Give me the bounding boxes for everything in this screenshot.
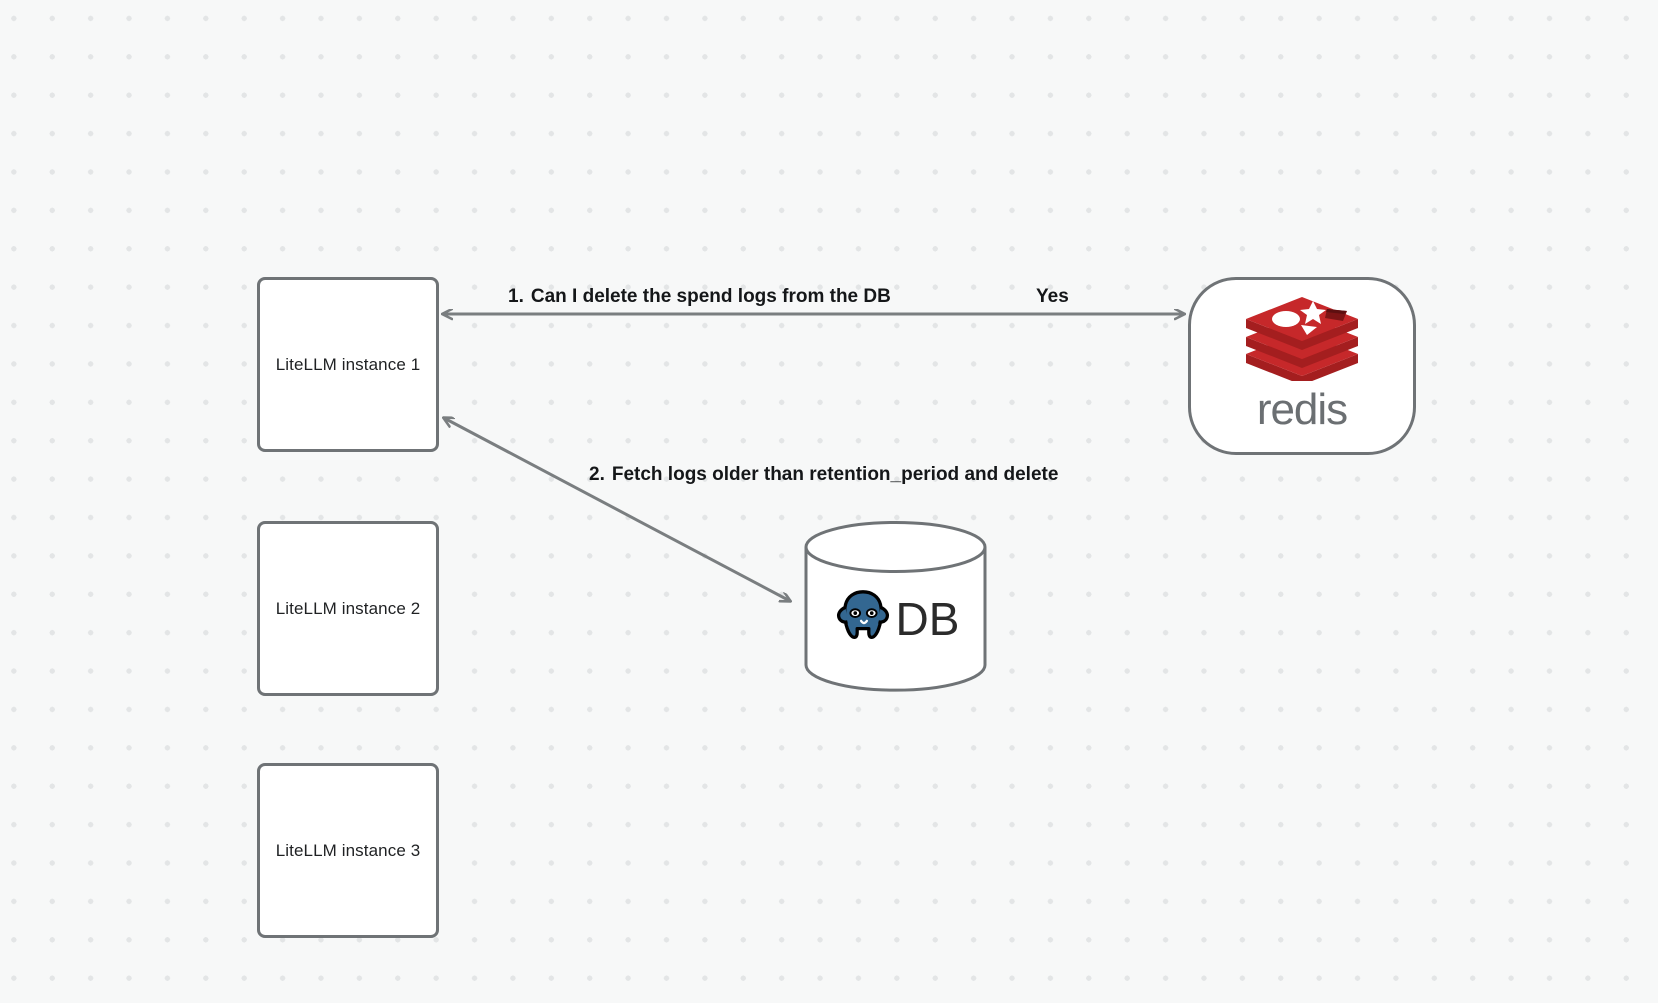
node-litellm-instance-2-label: LiteLLM instance 2 — [275, 598, 421, 618]
redis-logo-icon — [1243, 296, 1361, 386]
node-litellm-instance-3-label: LiteLLM instance 3 — [275, 840, 421, 860]
node-litellm-instance-2[interactable]: LiteLLM instance 2 — [257, 521, 439, 696]
node-litellm-instance-1[interactable]: LiteLLM instance 1 — [257, 277, 439, 452]
node-litellm-instance-1-label: LiteLLM instance 1 — [275, 354, 421, 374]
edge-label-step-2-number: 2. — [589, 464, 605, 485]
edge-label-step-2-text: Fetch logs older than retention_period a… — [611, 464, 1059, 485]
edge-label-step-1-text: Can I delete the spend logs from the DB — [530, 286, 891, 307]
node-redis[interactable]: redis — [1188, 277, 1416, 455]
node-database[interactable]: DB — [803, 520, 988, 692]
cylinder-shape — [804, 521, 987, 692]
node-litellm-instance-3[interactable]: LiteLLM instance 3 — [257, 763, 439, 938]
postgresql-elephant-icon — [832, 586, 894, 653]
edge-litellm1-db — [444, 418, 790, 601]
edge-label-step-2: 2. Fetch logs older than retention_period… — [589, 464, 1058, 486]
edge-label-step-1-number: 1. — [508, 286, 524, 307]
redis-wordmark-label: redis — [1256, 384, 1348, 434]
edge-label-step-1: 1. Can I delete the spend logs from the D… — [508, 286, 891, 308]
edge-label-yes-text: Yes — [1036, 286, 1069, 307]
database-label: DB — [895, 593, 960, 645]
edge-label-yes: Yes — [1036, 286, 1069, 308]
